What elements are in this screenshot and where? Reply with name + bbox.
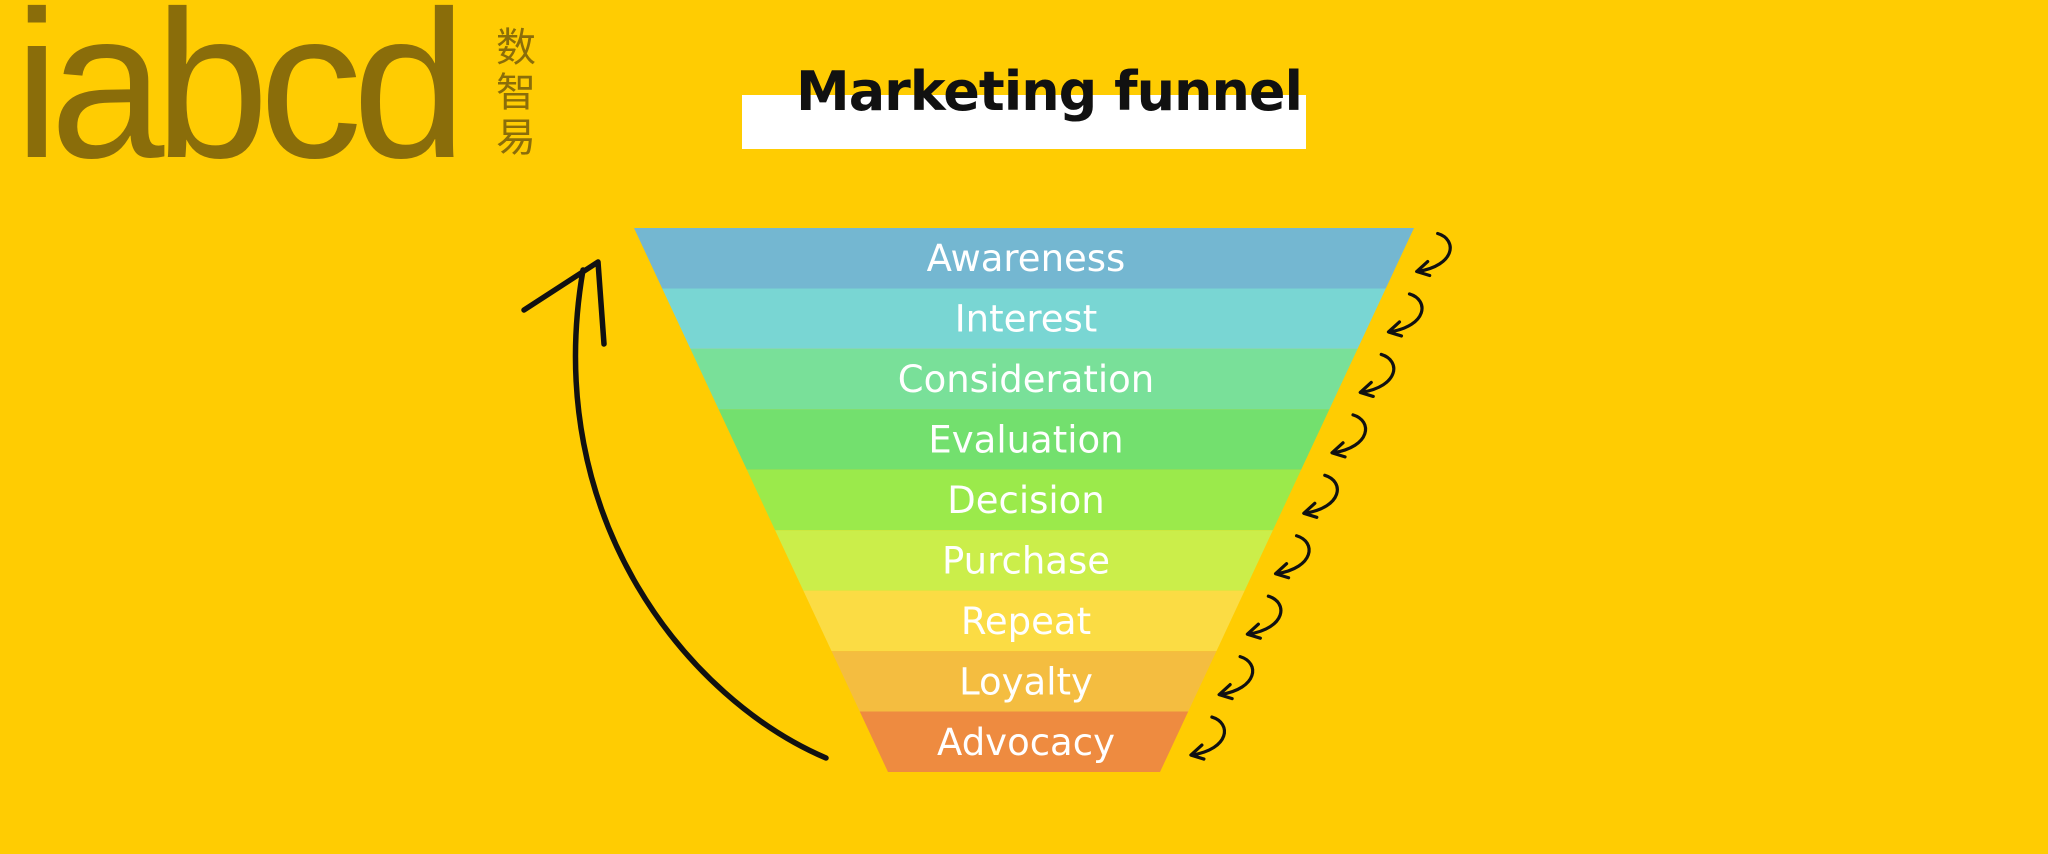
loop-arrow-curve	[1218, 655, 1255, 697]
funnel-stage: Loyalty	[831, 651, 1217, 712]
loop-arrow	[1302, 473, 1339, 519]
loop-arrow	[1386, 292, 1424, 338]
loop-arrow	[1245, 594, 1283, 640]
funnel-stage-label: Evaluation	[928, 419, 1123, 462]
loop-arrow	[1415, 231, 1452, 278]
loop-arrow-head	[1217, 683, 1234, 701]
loop-arrow-head	[1302, 501, 1319, 519]
loop-arrow-head	[1273, 562, 1291, 580]
funnel-stage-band	[831, 651, 1217, 712]
loop-arrow	[1358, 352, 1396, 399]
loop-arrow	[1189, 715, 1227, 761]
loop-arrow-head	[1189, 743, 1206, 761]
funnel-stage-band	[718, 409, 1330, 470]
funnel-stage: Purchase	[775, 530, 1273, 591]
loop-arrow-head	[1386, 320, 1404, 338]
logo-wordmark: iabcd	[14, 0, 467, 202]
funnel-stage-label: Awareness	[927, 237, 1126, 280]
funnel-stage: Repeat	[803, 590, 1245, 652]
title-highlight-bar	[742, 95, 1306, 149]
funnel-stage-band	[690, 348, 1358, 410]
loop-arrow-curve	[1303, 473, 1339, 515]
funnel-stage-label: Interest	[955, 298, 1098, 341]
loop-arrow-curve	[1387, 292, 1424, 334]
funnel-stage-band	[634, 228, 1414, 289]
diagram-title: Marketing funnel	[796, 60, 1303, 123]
logo-cjk-char: 智	[496, 70, 536, 116]
logo-cjk-char: 易	[496, 115, 536, 161]
funnel-stage-band	[859, 711, 1189, 772]
funnel-stages: AwarenessInterestConsiderationEvaluation…	[634, 228, 1414, 772]
loop-arrow-curve	[1246, 594, 1283, 636]
funnel-stage: Interest	[662, 288, 1386, 349]
loop-arrow-curve	[1331, 413, 1368, 455]
funnel-stage: Advocacy	[859, 711, 1189, 772]
funnel-stage: Consideration	[690, 348, 1358, 410]
funnel-stage-label: Decision	[947, 479, 1105, 522]
loop-arrow-curve	[1416, 231, 1452, 274]
loop-arrow-curve	[1359, 352, 1396, 395]
funnel-stage-band	[775, 530, 1273, 591]
funnel-stage-label: Loyalty	[959, 660, 1093, 703]
funnel-stage: Awareness	[634, 228, 1414, 289]
funnel-stage-label: Purchase	[942, 539, 1110, 582]
return-arrow	[521, 259, 829, 761]
loop-arrow-head	[1245, 622, 1262, 640]
loop-arrow	[1273, 534, 1311, 580]
loop-arrow	[1330, 413, 1368, 459]
logo-cjk-char: 数	[496, 25, 536, 71]
funnel-stage: Evaluation	[718, 409, 1330, 470]
funnel-stage-label: Advocacy	[937, 721, 1115, 764]
loop-arrow-head	[1415, 259, 1432, 278]
funnel-stage-band	[803, 590, 1245, 652]
funnel-stage-label: Repeat	[961, 600, 1091, 643]
loop-arrow-curve	[1190, 715, 1227, 757]
stage-loop-arrows	[1189, 231, 1452, 761]
logo-cjk-text: 数 智 易	[496, 26, 536, 161]
funnel-stage-band	[662, 288, 1386, 349]
return-arrow-curve	[572, 267, 829, 761]
funnel-stage: Decision	[746, 469, 1302, 531]
loop-arrow-head	[1330, 441, 1347, 459]
loop-arrow-head	[1358, 380, 1375, 399]
funnel-stage-label: Consideration	[898, 358, 1155, 401]
loop-arrow-curve	[1274, 534, 1311, 576]
loop-arrow	[1217, 655, 1255, 701]
return-arrow-head	[521, 259, 607, 347]
funnel-stage-band	[746, 469, 1302, 531]
